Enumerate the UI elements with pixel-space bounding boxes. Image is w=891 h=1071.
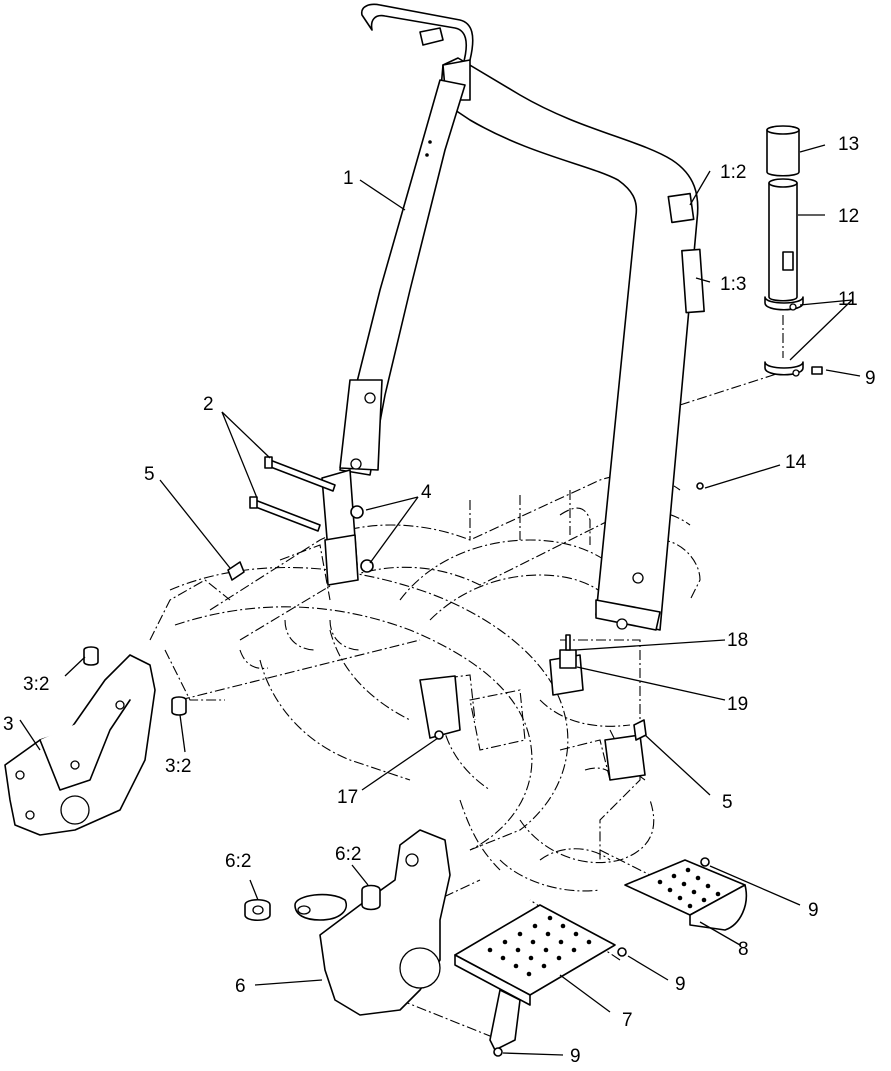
plate-holes [657, 867, 721, 909]
callout-5-left: 5 [144, 464, 155, 485]
step-plate-8 [624, 859, 747, 931]
frame-brackets [321, 469, 646, 781]
callout-8: 8 [738, 939, 749, 960]
plate-holes [487, 915, 592, 977]
callout-1-2: 1:2 [720, 162, 746, 183]
callout-3: 3 [3, 714, 14, 735]
bolt-hole [616, 618, 628, 630]
callout-9-top: 9 [865, 368, 876, 389]
left-bracket [4, 646, 187, 836]
callout-7: 7 [622, 1010, 633, 1031]
callout-9-right: 9 [808, 900, 819, 921]
bolt-hole [364, 392, 376, 404]
bolt-hole [632, 572, 644, 584]
callout-4: 4 [421, 482, 432, 503]
decal-1-2 [667, 192, 695, 224]
callout-12: 12 [838, 206, 859, 227]
bolts [227, 456, 704, 741]
bolt-hole [350, 458, 362, 470]
chassis-frame-phantom [149, 367, 796, 1041]
callout-19: 19 [727, 694, 748, 715]
callout-14: 14 [785, 452, 807, 473]
callout-2: 2 [203, 394, 214, 415]
callout-1: 1 [343, 168, 354, 189]
leader-lines [19, 144, 861, 1056]
callout-3-2-right: 3:2 [165, 756, 191, 777]
callout-6-2-left: 6:2 [225, 851, 251, 872]
callout-6: 6 [235, 976, 246, 997]
callout-18: 18 [727, 630, 748, 651]
callout-13: 13 [838, 134, 859, 155]
callout-3-2-left: 3:2 [23, 674, 49, 695]
mount-bracket-6 [244, 829, 451, 1016]
roll-bar [339, 3, 699, 631]
callout-5-right: 5 [722, 792, 733, 813]
callout-6-2-right: 6:2 [335, 844, 361, 865]
callout-9-bottom: 9 [570, 1046, 581, 1067]
callout-11: 11 [838, 289, 858, 310]
callout-1-3: 1:3 [720, 274, 746, 295]
canister-assembly [764, 125, 823, 377]
callout-17: 17 [337, 787, 358, 808]
callout-labels: 1 13 1:2 12 1:3 11 9 2 4 5 14 18 19 5 17… [3, 134, 876, 1067]
step-plate-7 [454, 904, 616, 1051]
callout-9-middle: 9 [675, 974, 686, 995]
decal-1-3 [681, 248, 705, 314]
